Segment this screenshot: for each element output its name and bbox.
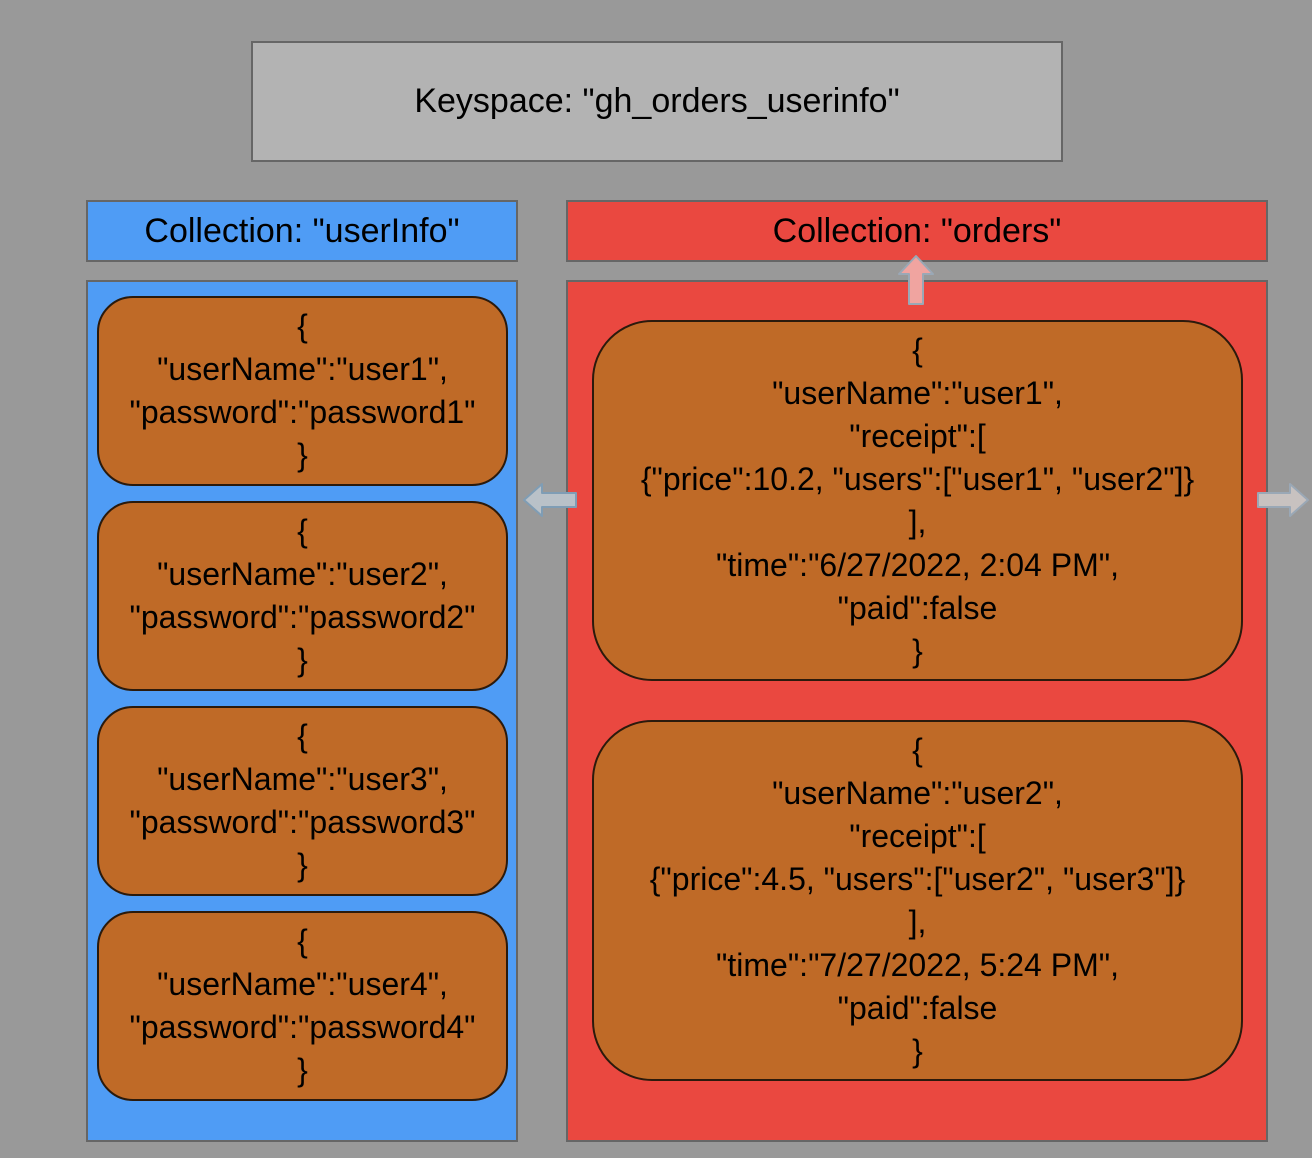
document-line: "password":"password1" xyxy=(129,394,476,430)
document-line: { xyxy=(297,718,308,754)
document-line: } xyxy=(297,847,308,883)
document-line: "userName":"user4", xyxy=(157,966,448,1002)
userinfo-collection-header: Collection: "userInfo" xyxy=(86,200,518,262)
document-line: } xyxy=(297,437,308,473)
document-line: "userName":"user2", xyxy=(772,774,1063,811)
document-line: } xyxy=(297,1052,308,1088)
document-line: { xyxy=(912,731,923,768)
document-line: "paid":false xyxy=(837,989,998,1026)
document-line: } xyxy=(912,632,923,669)
up-arrow-icon xyxy=(898,255,934,305)
document-line: "time":"6/27/2022, 2:04 PM", xyxy=(716,546,1119,583)
document-line: "time":"7/27/2022, 5:24 PM", xyxy=(716,946,1119,983)
userinfo-document-3: { "userName":"user3", "password":"passwo… xyxy=(97,706,508,896)
orders-collection-label: Collection: "orders" xyxy=(772,211,1062,250)
right-arrow-icon xyxy=(1257,483,1309,517)
document-line: {"price":4.5, "users":["user2", "user3"]… xyxy=(649,860,1186,897)
document-line: "userName":"user1", xyxy=(157,351,448,387)
document-line: {"price":10.2, "users":["user1", "user2"… xyxy=(640,460,1195,497)
left-arrow-icon xyxy=(523,483,577,517)
document-line: } xyxy=(297,642,308,678)
orders-collection-header: Collection: "orders" xyxy=(566,200,1268,262)
userinfo-document-1: { "userName":"user1", "password":"passwo… xyxy=(97,296,508,486)
document-line: "password":"password3" xyxy=(129,804,476,840)
keyspace-box: Keyspace: "gh_orders_userinfo" xyxy=(251,41,1063,162)
document-line: { xyxy=(912,331,923,368)
orders-document-2: { "userName":"user2", "receipt":[ {"pric… xyxy=(592,720,1243,1081)
userinfo-document-2: { "userName":"user2", "password":"passwo… xyxy=(97,501,508,691)
userinfo-document-4: { "userName":"user4", "password":"passwo… xyxy=(97,911,508,1101)
document-line: { xyxy=(297,513,308,549)
document-line: ], xyxy=(908,503,927,540)
document-line: "receipt":[ xyxy=(849,817,986,854)
orders-document-1: { "userName":"user1", "receipt":[ {"pric… xyxy=(592,320,1243,681)
document-line: "userName":"user1", xyxy=(772,374,1063,411)
document-line: "receipt":[ xyxy=(849,417,986,454)
document-line: "password":"password2" xyxy=(129,599,476,635)
userinfo-collection-label: Collection: "userInfo" xyxy=(144,211,460,250)
document-line: "userName":"user2", xyxy=(157,556,448,592)
document-line: ], xyxy=(908,903,927,940)
document-line: { xyxy=(297,308,308,344)
document-line: } xyxy=(912,1032,923,1069)
keyspace-label: Keyspace: "gh_orders_userinfo" xyxy=(414,82,900,120)
document-line: { xyxy=(297,923,308,959)
document-line: "paid":false xyxy=(837,589,998,626)
document-line: "userName":"user3", xyxy=(157,761,448,797)
document-line: "password":"password4" xyxy=(129,1009,476,1045)
